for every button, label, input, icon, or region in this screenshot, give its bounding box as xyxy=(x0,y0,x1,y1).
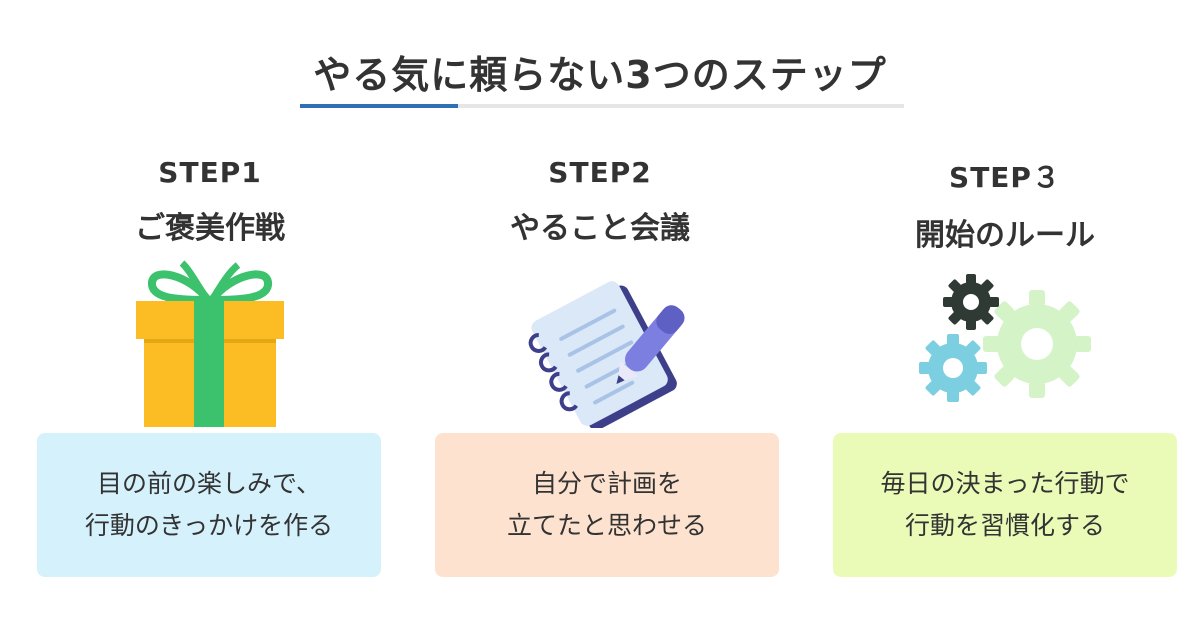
step-3-header: STEP３ 開始のルール xyxy=(825,156,1185,254)
step-1-desc-line-1: 目の前の楽しみで、 xyxy=(96,469,321,498)
step-2-label: STEP2 xyxy=(548,156,652,189)
step-1-card: 目の前の楽しみで、 行動のきっかけを作る xyxy=(37,433,381,577)
step-2-name: やること会議 xyxy=(510,211,690,246)
step-1-name: ご褒美作戦 xyxy=(135,211,285,246)
title-underline xyxy=(300,104,904,108)
gift-icon xyxy=(136,260,284,427)
page-title: やる気に頼らない3つのステップ xyxy=(313,53,887,97)
step-2-header: STEP2 やること会議 xyxy=(420,156,780,247)
gears-icon xyxy=(919,274,1091,402)
step-1-header: STEP1 ご褒美作戦 xyxy=(30,156,390,247)
title-underline-accent xyxy=(300,104,458,108)
notebook-pen-icon xyxy=(528,281,685,428)
step-1-desc-line-2: 行動のきっかけを作る xyxy=(84,511,334,540)
step-3-name: 開始のルール xyxy=(915,218,1095,253)
step-3-desc-line-2: 行動を習慣化する xyxy=(904,511,1105,540)
step-2-desc-line-1: 自分で計画を xyxy=(531,469,682,498)
step-1-label: STEP1 xyxy=(158,156,262,189)
step-2-card: 自分で計画を 立てたと思わせる xyxy=(435,433,779,577)
step-3-label: STEP３ xyxy=(949,161,1061,194)
step-2-desc-line-2: 立てたと思わせる xyxy=(506,511,707,540)
step-3-desc-line-1: 毎日の決まった行動で xyxy=(880,469,1130,498)
step-3-card: 毎日の決まった行動で 行動を習慣化する xyxy=(833,433,1177,577)
